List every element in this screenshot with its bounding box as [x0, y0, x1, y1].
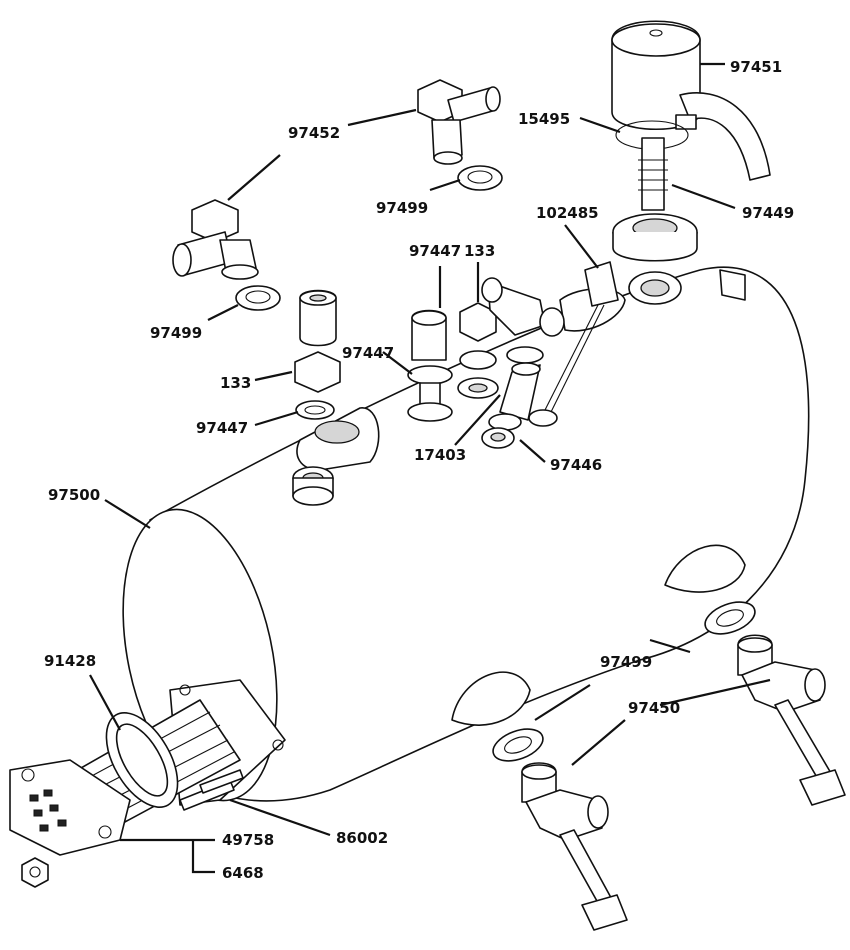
label-97450: 97450: [628, 699, 680, 717]
label-97446: 97446: [550, 456, 602, 474]
label-91428: 91428: [44, 652, 96, 670]
cap-mid: [459, 302, 497, 342]
label-49758: 49758: [222, 831, 274, 849]
washer-97447-left: [295, 400, 335, 420]
label-97451: 97451: [730, 58, 782, 76]
solenoid-stem: [641, 137, 665, 211]
label-97499-left: 97499: [150, 324, 202, 342]
elbow-right-upper: [737, 634, 846, 806]
solenoid-valve: [611, 20, 771, 262]
label-133-left: 133: [220, 374, 251, 392]
tank-side-fitting: [719, 269, 746, 301]
label-17403: 17403: [414, 446, 466, 464]
probe: [528, 261, 619, 427]
label-97499-top: 97499: [376, 199, 428, 217]
solenoid-cable: [679, 92, 771, 181]
tank-lug-right: [664, 544, 746, 593]
filter-fitting: [499, 362, 541, 421]
label-102485: 102485: [536, 204, 599, 222]
label-97500: 97500: [48, 486, 100, 504]
washer-right-upper: [704, 601, 756, 635]
label-97499-right: 97499: [600, 653, 652, 671]
nut: [21, 857, 49, 888]
washers-mid: [457, 350, 499, 399]
long-nipple: [407, 309, 453, 422]
part-labels: 97451 15495 97449 102485 97452 97499 974…: [44, 58, 794, 882]
washer-left: [235, 285, 281, 311]
elbow-right-lower: [521, 762, 628, 931]
elbow-fitting-top: [417, 79, 501, 165]
label-6468: 6468: [222, 864, 264, 882]
label-15495: 15495: [518, 110, 570, 128]
nipple-left: [299, 289, 337, 347]
elbow-fitting-left: [172, 199, 259, 280]
leader-lines: [89, 62, 771, 874]
label-97452: 97452: [288, 124, 340, 142]
label-97447-top: 97447: [409, 242, 461, 260]
washers-97446: [481, 413, 522, 449]
label-86002: 86002: [336, 829, 388, 847]
washer-top: [457, 165, 503, 191]
heating-element: [9, 679, 286, 888]
tee-fitting: [481, 277, 565, 364]
label-97447-left: 97447: [196, 419, 248, 437]
cap-left: [294, 351, 341, 393]
washer-right-lower: [492, 728, 544, 762]
label-133-top: 133: [464, 242, 495, 260]
label-97447-mid: 97447: [342, 344, 394, 362]
label-97449: 97449: [742, 204, 794, 222]
tank-lug-bottom: [451, 671, 531, 726]
